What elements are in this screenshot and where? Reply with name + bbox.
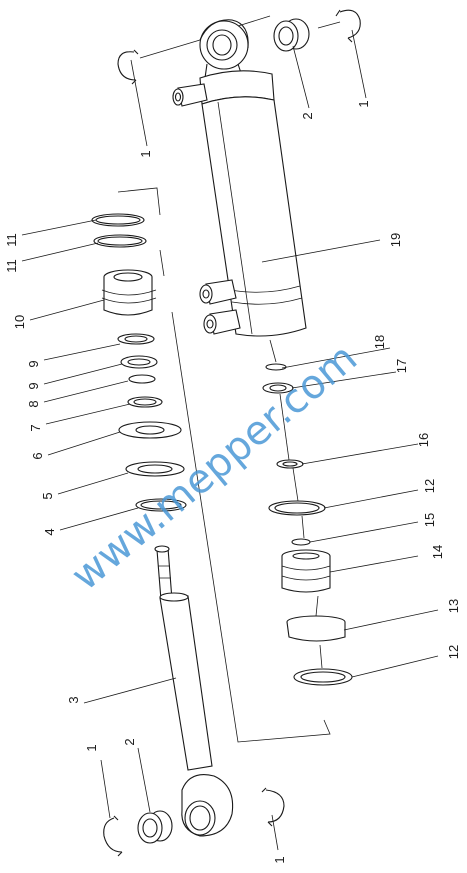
rod-seal-stack: [91, 213, 187, 512]
label-14: 14: [430, 545, 445, 559]
cylinder-barrel: [172, 19, 307, 337]
label-4: 4: [42, 528, 57, 535]
snap-ring-top-left: [117, 49, 139, 85]
leader-lines: [21, 29, 439, 851]
label-15: 15: [422, 513, 437, 527]
label-9a: 9: [26, 360, 41, 367]
piston-seal-stack: [262, 363, 353, 686]
label-3: 3: [66, 696, 81, 703]
snap-ring-bottom-right: [261, 787, 285, 827]
label-19: 19: [388, 233, 403, 247]
label-10: 10: [12, 315, 27, 329]
label-cyl-r3: 1: [356, 100, 371, 107]
label-8: 8: [26, 400, 41, 407]
snap-ring-bottom-left: [103, 815, 123, 857]
top-bushing: [273, 18, 310, 52]
label-bot-1a: 1: [84, 744, 99, 751]
label-18: 18: [372, 335, 387, 349]
bottom-bushing: [137, 810, 173, 844]
label-12a: 12: [422, 479, 437, 493]
snap-ring-top-right: [335, 9, 361, 43]
callout-labels: 1 2 1 11 11 10 9 9 8 7 6 5 4 3 1 2 1 19 …: [4, 100, 461, 863]
label-13: 13: [446, 599, 461, 613]
label-5: 5: [40, 492, 55, 499]
label-11b: 11: [4, 259, 19, 273]
label-17: 17: [394, 359, 409, 373]
label-9b: 9: [26, 382, 41, 389]
label-7: 7: [28, 424, 43, 431]
label-11a: 11: [4, 233, 19, 247]
label-bot-2: 2: [122, 738, 137, 745]
label-bot-1b: 1: [272, 856, 287, 863]
assembly-axis-lines: [117, 15, 341, 743]
label-16: 16: [416, 433, 431, 447]
piston-rod: [154, 545, 234, 837]
label-cyl-r2: 2: [300, 112, 315, 119]
label-cyl-r1: 1: [138, 150, 153, 157]
label-12b: 12: [446, 645, 461, 659]
label-6: 6: [30, 452, 45, 459]
